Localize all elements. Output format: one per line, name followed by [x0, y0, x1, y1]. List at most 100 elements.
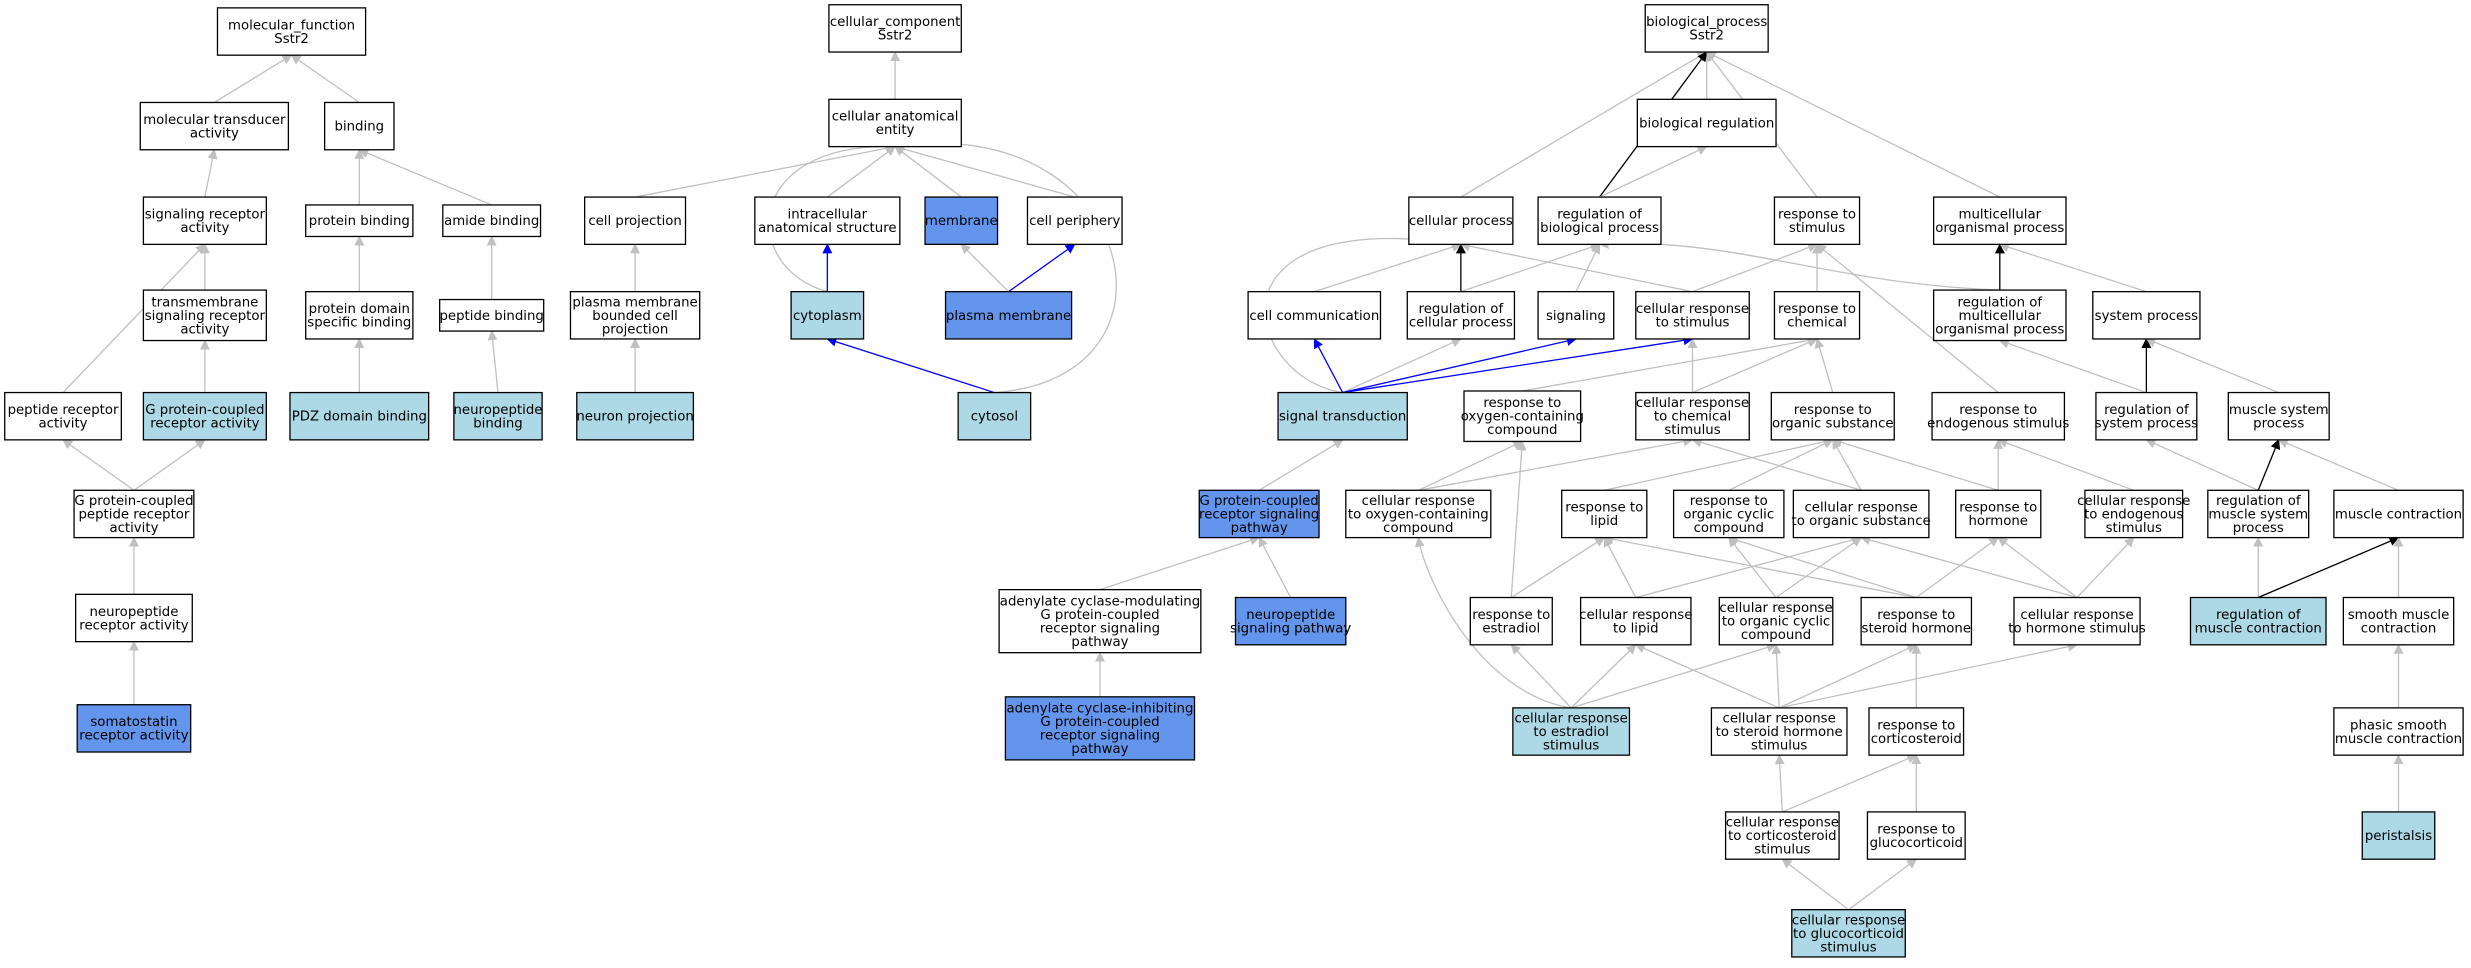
edge-gpc-peptide-receptor-to-gpcr-activity [133, 439, 206, 491]
term-label-line: regulation of [1557, 207, 1642, 222]
edge-line [1781, 858, 1849, 911]
edge-gpc-peptide-receptor-to-peptide-receptor [62, 439, 135, 491]
term-node-cell-projection[interactable]: cell projection [584, 196, 687, 246]
term-node-amide-binding[interactable]: amide binding [442, 204, 542, 238]
edge-line [1728, 439, 1834, 491]
edge-reg-cellular-process-to-reg-bio-process [1460, 242, 1601, 293]
term-node-cell-periphery[interactable]: cell periphery [1026, 196, 1123, 246]
term-node-cellular-process[interactable]: cellular process [1408, 196, 1514, 246]
term-node-system-process[interactable]: system process [2092, 291, 2201, 340]
edge-mol-transducer-to-mf-root [213, 54, 293, 104]
term-label-line: smooth muscle [2348, 608, 2450, 623]
term-node-bio-regulation[interactable]: biological regulation [1636, 98, 1777, 148]
term-box [216, 7, 367, 56]
term-node-protein-binding[interactable]: protein binding [305, 204, 414, 238]
term-node-pdz-binding[interactable]: PDZ domain binding [289, 391, 430, 441]
term-label: cell communication [1249, 309, 1379, 324]
term-node-peristalsis[interactable]: peristalsis [2361, 811, 2436, 860]
edge-reg-muscle-contraction-to-muscle-contraction [2257, 536, 2400, 599]
term-node-muscle-contraction[interactable]: muscle contraction [2333, 489, 2464, 539]
term-node-signal-transduction[interactable]: signal transduction [1277, 391, 1408, 441]
term-node-cell-communication[interactable]: cell communication [1247, 291, 1382, 340]
term-node-membrane[interactable]: membrane [924, 196, 999, 246]
term-node-binding[interactable]: binding [323, 101, 395, 151]
edge-gpcr-pathway-to-signal-transduction [1258, 439, 1344, 491]
term-label: neuron projection [576, 410, 693, 425]
edge-cell-resp-hormone-to-resp-hormone [1997, 536, 2078, 599]
edge-line [358, 148, 492, 206]
term-node-neuron-projection[interactable]: neuron projection [576, 391, 695, 441]
term-label-line: cellular response [1726, 816, 1839, 831]
edge-line [1860, 535, 2078, 599]
term-box [1932, 289, 2067, 342]
term-node-cytoplasm[interactable]: cytoplasm [790, 291, 865, 340]
term-label-line: response to [1959, 403, 2037, 418]
term-node-cytosol[interactable]: cytosol [957, 391, 1032, 441]
term-node-plasma-membrane[interactable]: plasma membrane [944, 291, 1073, 340]
term-node-peptide-binding[interactable]: peptide binding [439, 298, 545, 332]
term-box [1408, 196, 1514, 246]
edge-intracellular-as-to-cell-anat-entity [826, 146, 896, 198]
edge-line [1727, 535, 1917, 599]
term-box [1773, 291, 1861, 340]
term-label-line: amide binding [444, 214, 539, 229]
term-node-signaling[interactable]: signaling [1537, 291, 1615, 340]
